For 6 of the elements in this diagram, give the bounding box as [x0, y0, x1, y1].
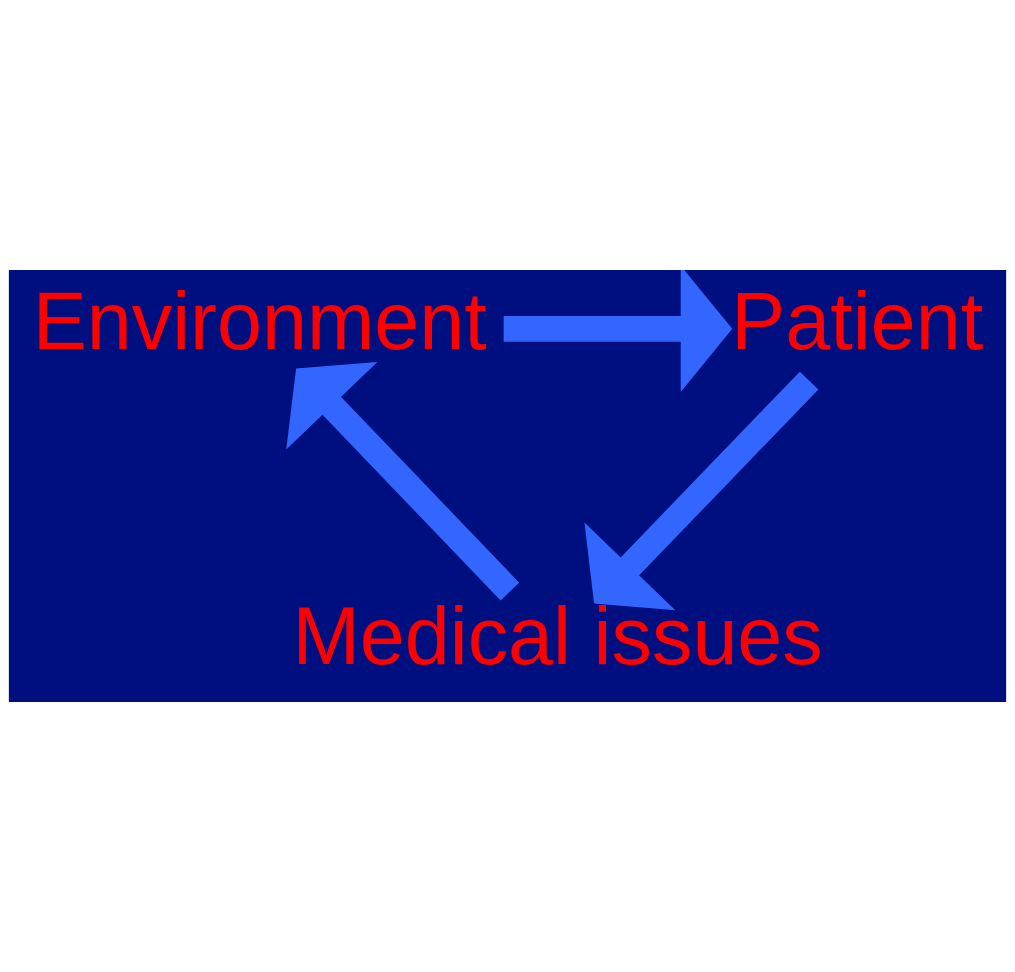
arrow — [286, 362, 520, 601]
arrow — [584, 371, 819, 611]
arrow — [503, 270, 733, 392]
node-text: Environment — [32, 276, 487, 367]
node-text: Patient — [731, 276, 984, 367]
node-text: Medical issues — [292, 590, 823, 681]
